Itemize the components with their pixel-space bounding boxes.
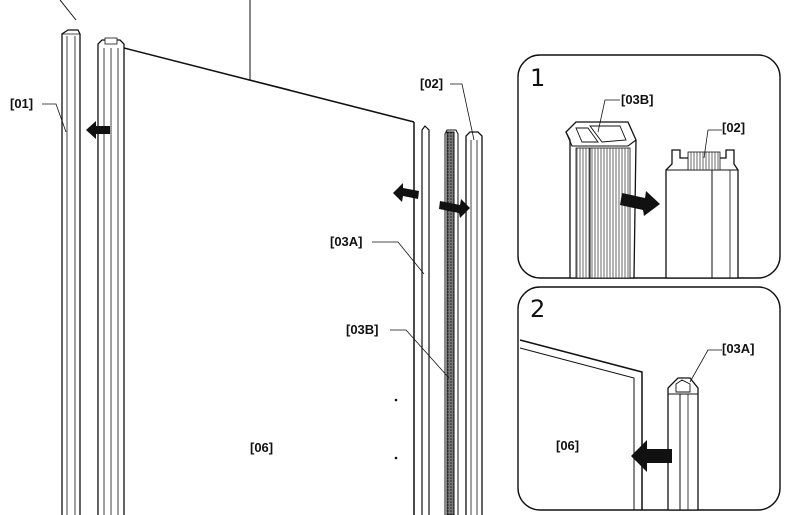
seal-b	[444, 129, 459, 515]
label-glass-panel: [06]	[250, 440, 273, 455]
label-wall-profile: [02]	[420, 76, 443, 91]
glass-panel	[123, 47, 415, 515]
frame-profile	[61, 29, 81, 515]
leader-lines	[42, 83, 475, 379]
label-seal-a-detail: [03A]	[722, 341, 755, 356]
step-number-2: 2	[530, 295, 545, 323]
seal-a-detail	[667, 377, 699, 511]
arrow-icon	[393, 183, 419, 202]
label-seal-b: [03B]	[346, 322, 379, 337]
hinge-profile	[97, 37, 125, 515]
label-wall-profile-detail: [02]	[722, 120, 745, 135]
label-seal-a: [03A]	[330, 234, 363, 249]
arrow-icon	[631, 440, 672, 472]
label-seal-b-detail: [03B]	[621, 92, 654, 107]
arrow-icon	[620, 191, 660, 216]
wall-outline	[59, 0, 291, 91]
arrow-icon	[439, 199, 470, 218]
seal-b-detail	[565, 121, 637, 279]
step-number-1: 1	[530, 64, 545, 92]
detail-panel-2: 2 [03A] [06]	[517, 286, 781, 511]
main-view: [01] [02] [03A] [03B] [06]	[10, 0, 483, 515]
detail-panel-1: 1 [03B] [02]	[517, 54, 781, 279]
wall-profile	[465, 131, 483, 515]
arrow-icon	[86, 121, 110, 139]
label-frame-profile: [01]	[10, 96, 33, 111]
seal-a	[421, 125, 430, 515]
label-glass-panel-detail: [06]	[556, 438, 579, 453]
wall-profile-detail	[665, 149, 739, 279]
